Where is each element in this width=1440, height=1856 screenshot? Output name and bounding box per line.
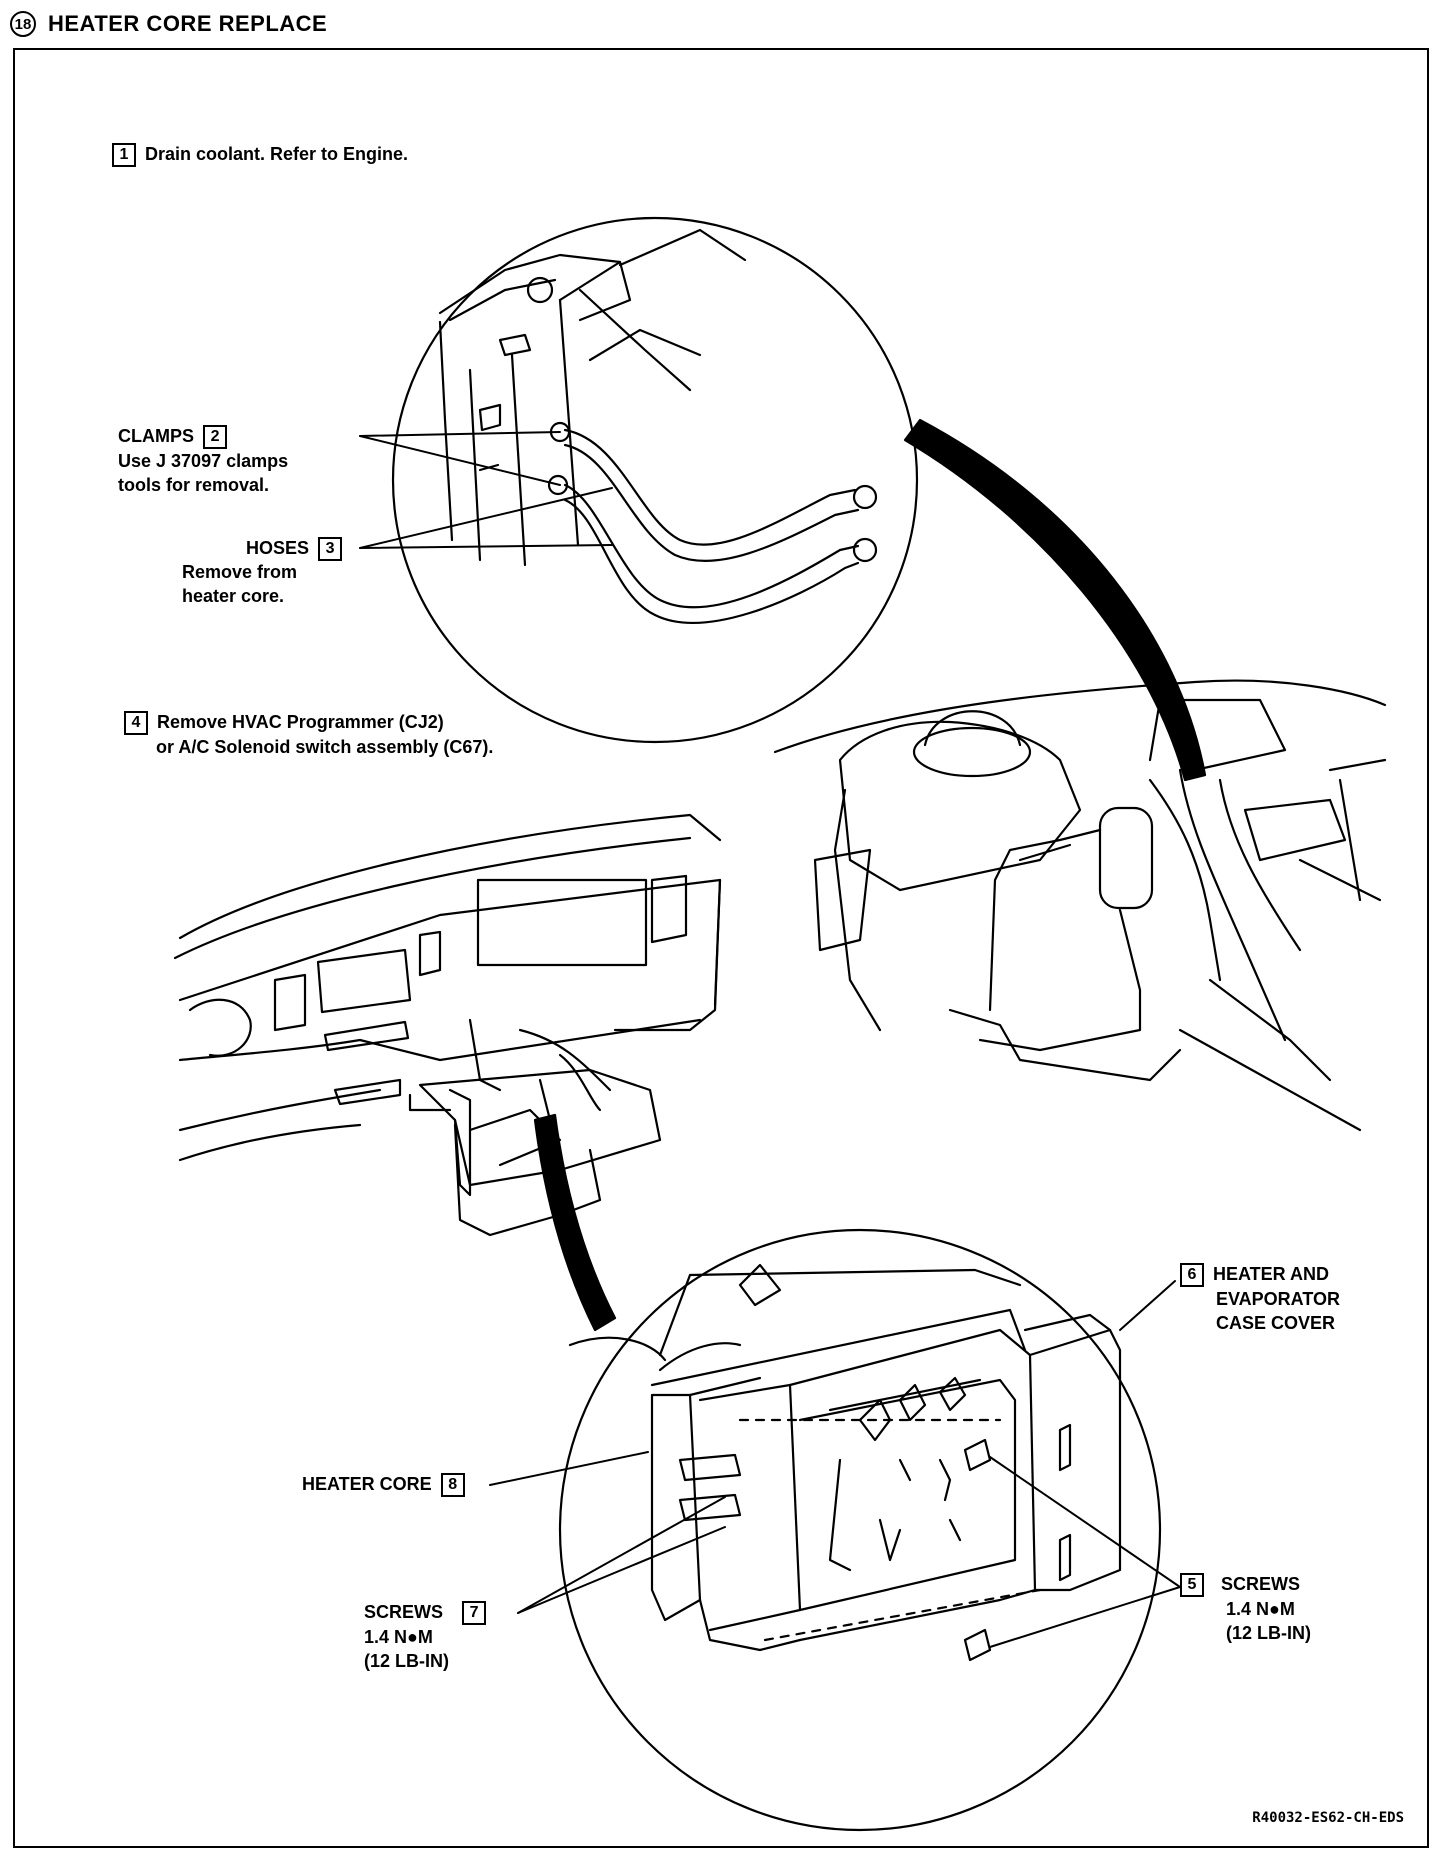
screws-right-number-box: 5	[1180, 1573, 1204, 1598]
screws-left-name: SCREWS	[364, 1602, 444, 1622]
instrument-panel-illustration	[173, 813, 722, 1237]
screws-left-torque: 1.4 N●M	[364, 1627, 433, 1648]
callout-hoses: HOSES 3	[246, 536, 346, 562]
screws-right-torque-imperial: (12 LB-IN)	[1226, 1623, 1311, 1644]
case-cover-number-box: 6	[1180, 1263, 1204, 1288]
hoses-line3: heater core.	[182, 586, 285, 606]
step-4-remove-programmer: 4 Remove HVAC Programmer (CJ2) or A/C So…	[120, 710, 493, 759]
clamps-line2: Use J 37097 clamps	[118, 451, 289, 472]
case-cover-line3: CASE COVER	[1216, 1313, 1336, 1334]
heater-core-number-box: 8	[440, 1473, 465, 1498]
case-cover-line2: EVAPORATOR	[1216, 1289, 1341, 1310]
callout-screws-left: SCREWS 7 1.4 N●M (12 LB-IN)	[364, 1600, 490, 1673]
step-1-drain-coolant: 1 Drain coolant. Refer to Engine.	[108, 142, 409, 168]
clamps-number-box: 2	[203, 425, 228, 450]
screws-left-torque-imperial: (12 LB-IN)	[364, 1651, 449, 1672]
callout-hoses-text: Remove from heater core.	[182, 560, 297, 608]
engine-compartment-illustration	[773, 678, 1387, 1132]
step-4-number-box: 4	[124, 711, 148, 736]
figure-code: R40032-ES62-CH-EDS	[1252, 1810, 1404, 1826]
magnifier-pointer-lower	[533, 1113, 617, 1332]
clamps-line3: tools for removal.	[118, 475, 270, 496]
hoses-line2: Remove from	[182, 562, 298, 582]
callout-clamps: CLAMPS 2 Use J 37097 clamps tools for re…	[118, 424, 358, 497]
hose-detail-magnifier	[391, 216, 919, 744]
step-1-number-box: 1	[112, 143, 136, 168]
screws-left-number-box: 7	[462, 1601, 487, 1626]
screws-right-torque: 1.4 N●M	[1226, 1599, 1295, 1620]
callout-case-cover: 6 HEATER AND EVAPORATOR CASE COVER	[1180, 1262, 1340, 1335]
hoses-name: HOSES	[246, 538, 310, 558]
title-row: 18 HEATER CORE REPLACE	[10, 8, 327, 40]
callout-leader-lines	[359, 431, 1181, 1648]
step-number-badge: 18	[10, 11, 36, 37]
screws-right-name: SCREWS	[1221, 1574, 1301, 1594]
magnifier-pointer-upper	[903, 418, 1207, 782]
step-4-line1: Remove HVAC Programmer (CJ2)	[157, 712, 444, 732]
callout-screws-right: 5 SCREWS 1.4 N●M (12 LB-IN)	[1180, 1572, 1311, 1645]
callout-heater-core: HEATER CORE 8	[302, 1472, 469, 1498]
hoses-number-box: 3	[318, 537, 343, 562]
page-title: HEATER CORE REPLACE	[48, 11, 328, 36]
heater-core-name: HEATER CORE	[302, 1474, 432, 1494]
diagram-frame	[13, 48, 1429, 1848]
step-4-line2: or A/C Solenoid switch assembly (C67).	[156, 737, 494, 758]
clamps-name: CLAMPS	[118, 426, 194, 446]
step-1-text: Drain coolant. Refer to Engine.	[145, 144, 409, 164]
case-cover-name: HEATER AND	[1213, 1264, 1330, 1284]
heater-case-magnifier	[558, 1228, 1162, 1832]
